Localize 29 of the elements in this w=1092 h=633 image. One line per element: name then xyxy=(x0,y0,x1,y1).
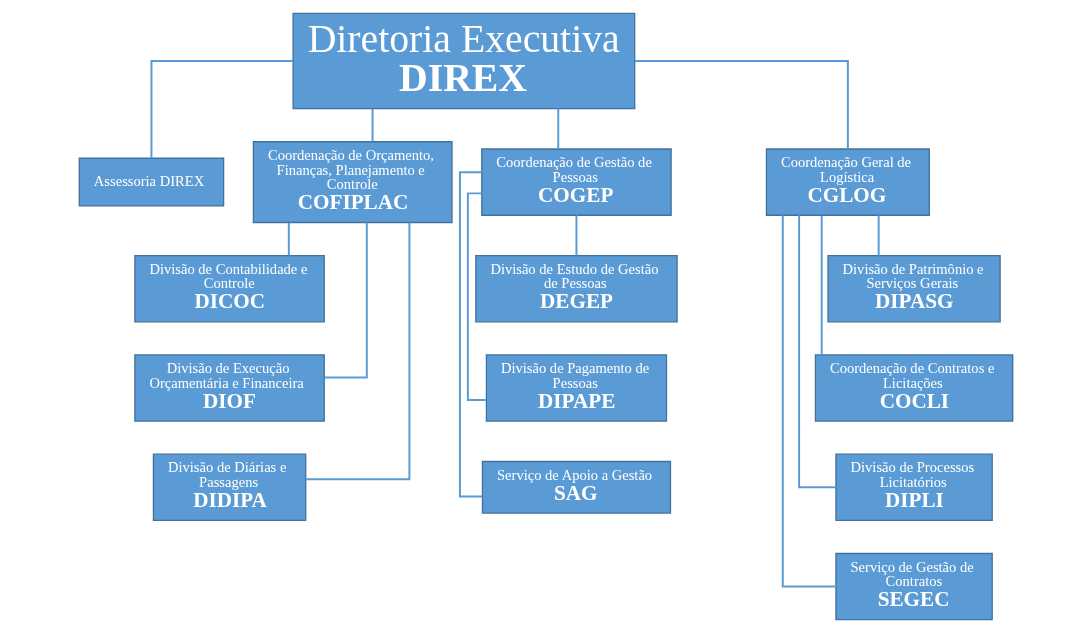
connector xyxy=(557,107,560,150)
node-box: Divisão de Processos Licitatórios DIPLI xyxy=(835,453,993,522)
connector xyxy=(781,214,837,588)
node-box: Divisão de Estudo de Gestão de Pessoas DEGEP xyxy=(475,254,678,323)
connector xyxy=(304,221,411,481)
connector xyxy=(798,214,837,489)
connector xyxy=(820,214,823,356)
connector xyxy=(877,214,880,257)
node-box: Serviço de Apoio a Gestão SAG xyxy=(481,460,672,514)
connector xyxy=(634,59,849,150)
connector xyxy=(466,192,488,401)
node-box: Assessoria DIREX xyxy=(78,157,225,207)
node-box: Coordenação Geral de Logística CGLOG xyxy=(765,148,930,216)
node-box: Serviço de Gestão de Contratos SEGEC xyxy=(835,552,993,621)
connector xyxy=(575,214,578,257)
node-box: Divisão de Diárias e Passagens DIDIPA xyxy=(152,453,307,522)
connector xyxy=(458,171,484,498)
node-box: Coordenação de Orçamento, Finanças, Planejamento e Controle COFIPLAC xyxy=(252,141,453,224)
connector xyxy=(150,59,295,160)
node-box: Divisão de Execução Orçamentária e Financeira DIOF xyxy=(134,354,325,422)
connector xyxy=(323,221,368,379)
node-box: Diretoria Executiva DIREX xyxy=(292,12,636,110)
node-box: Divisão de Pagamento de Pessoas DIPAPE xyxy=(485,354,668,422)
node-box: Coordenação de Gestão de Pessoas COGEP xyxy=(481,148,672,216)
node-box: Coordenação de Contratos e Licitações COCLI xyxy=(814,354,1014,422)
node-box: Divisão de Patrimônio e Serviços Gerais DIPASG xyxy=(827,254,1001,323)
connector xyxy=(371,107,374,143)
node-box: Divisão de Contabilidade e Controle DICOC xyxy=(134,254,325,323)
connector xyxy=(287,222,290,257)
